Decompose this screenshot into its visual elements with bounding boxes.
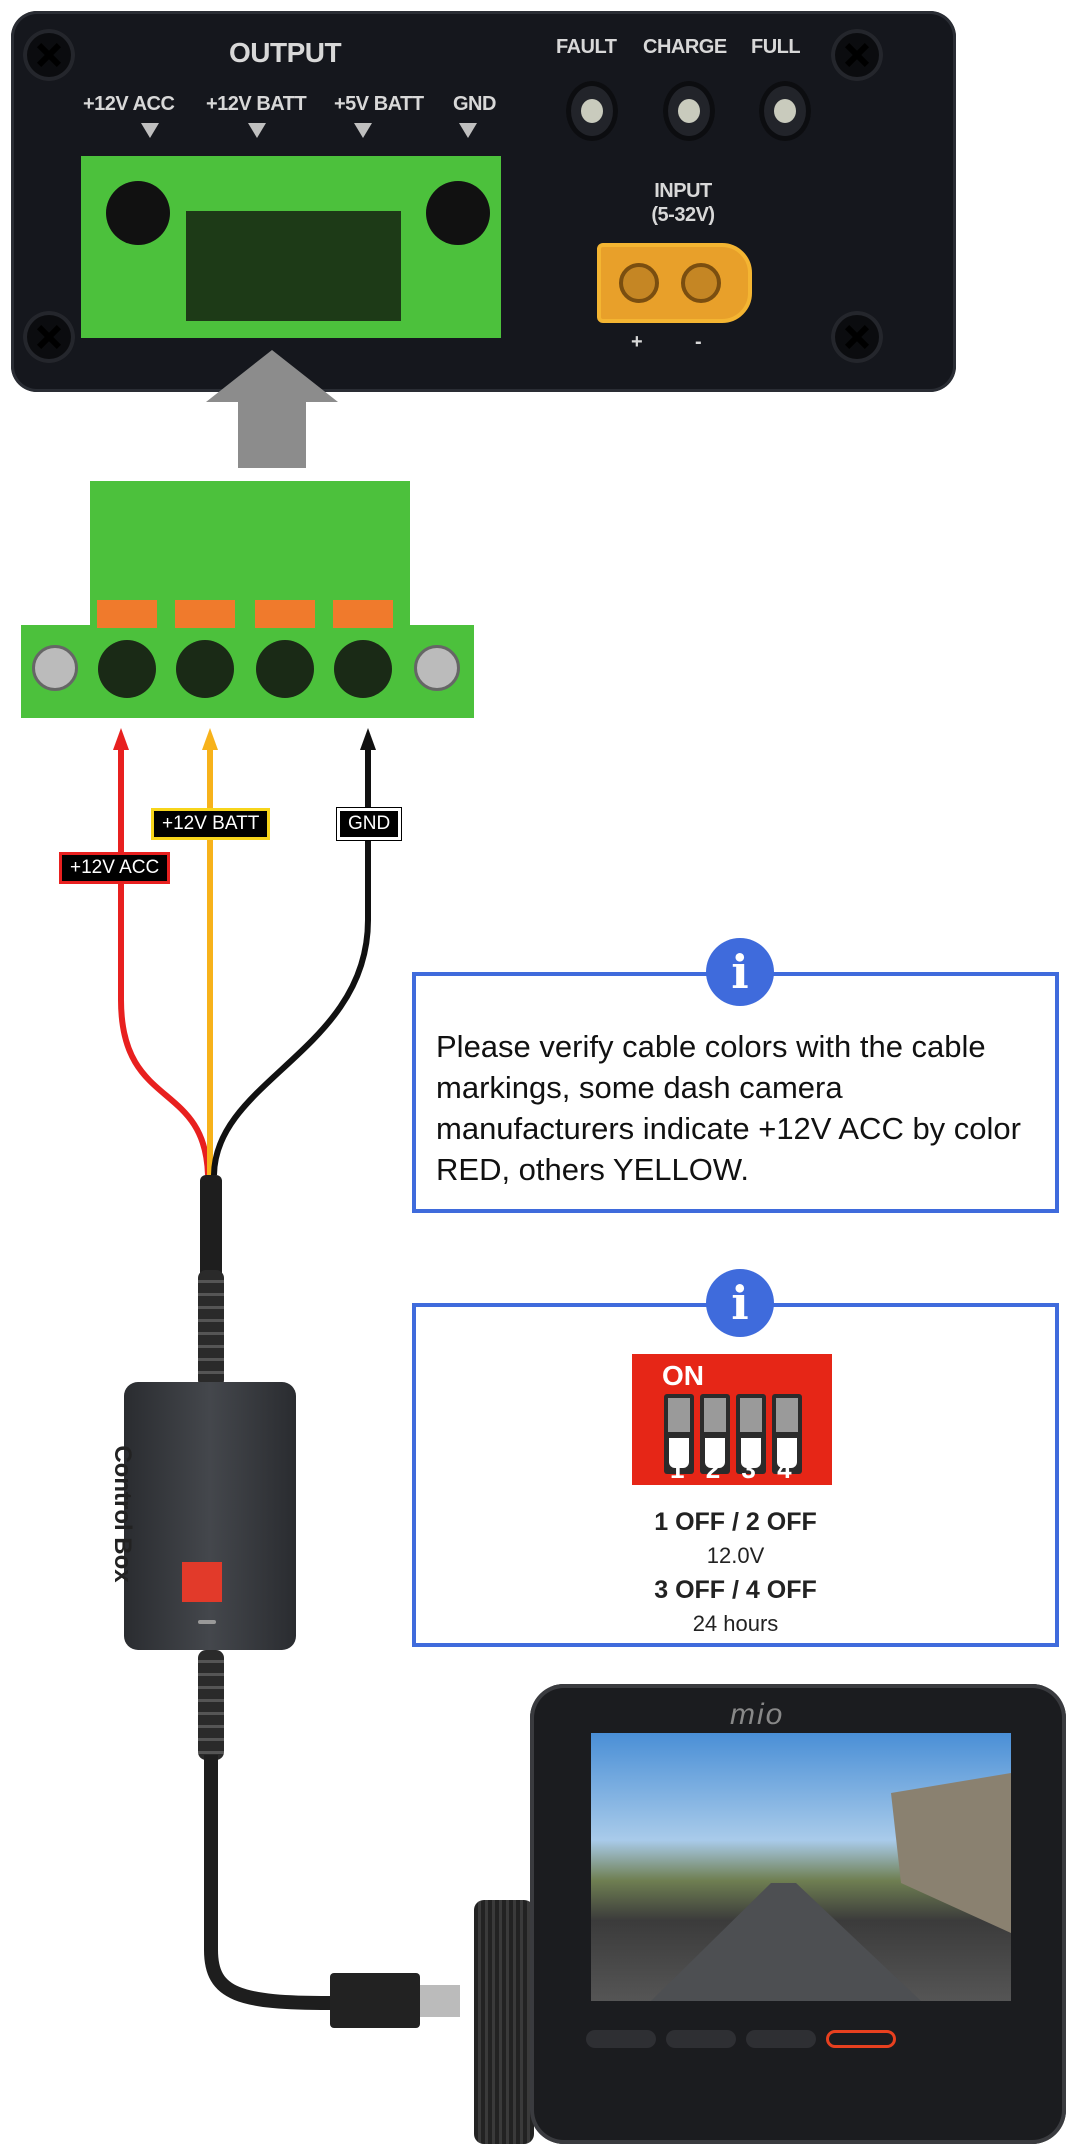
terminal-plug-top [90, 481, 410, 601]
release-lever [333, 600, 393, 628]
wire-hole [98, 640, 156, 698]
road-image [651, 1773, 1011, 2001]
dip-number: 2 [705, 1454, 721, 1484]
dip-switch-1 [664, 1394, 694, 1474]
arrow-down-icon [459, 123, 477, 138]
strain-relief [198, 1270, 224, 1388]
power-bank-device: OUTPUT +12V ACC +12V BATT +5V BATT GND F… [11, 11, 956, 392]
dip-switch-2 [700, 1394, 730, 1474]
release-lever [255, 600, 315, 628]
usb-cable [204, 1755, 331, 2010]
dip-settings: 1 OFF / 2 OFF 12.0V 3 OFF / 4 OFF 24 hou… [416, 1505, 1055, 1641]
dip-on-label: ON [662, 1360, 704, 1391]
release-lever [97, 600, 157, 628]
camera-button[interactable] [666, 2030, 736, 2048]
full-led [759, 81, 811, 141]
status-led [198, 1620, 216, 1624]
output-terminal-socket [81, 156, 501, 338]
dip-number: 3 [741, 1454, 756, 1484]
camera-record-button[interactable] [826, 2030, 896, 2048]
acc-wire-label: +12V ACC [59, 852, 171, 884]
info-icon: i [706, 938, 774, 1006]
gnd-wire-arrow [360, 728, 376, 750]
info-text: Please verify cable colors with the cabl… [436, 1029, 1021, 1187]
input-label-text: INPUT [654, 180, 712, 202]
dip-switch-3 [736, 1394, 766, 1474]
usb-plug [330, 1973, 420, 2028]
plus-label: + [631, 331, 643, 353]
wire-hole [256, 640, 314, 698]
batt-wire-arrow [202, 728, 218, 750]
terminal-label: +12V ACC [83, 93, 175, 115]
dip-number: 1 [670, 1454, 685, 1484]
charge-led [663, 81, 715, 141]
voltage-setting: 1 OFF / 2 OFF [654, 1508, 817, 1536]
strain-relief [198, 1650, 224, 1760]
input-range: (5-32V) [651, 204, 715, 226]
micro-usb-connector [420, 1985, 460, 2017]
terminal-label: +5V BATT [334, 93, 424, 115]
led-label: FULL [751, 36, 801, 58]
terminal-label: +12V BATT [206, 93, 307, 115]
camera-lens-dial [474, 1900, 534, 2144]
camera-button[interactable] [586, 2030, 656, 2048]
terminal-label: GND [453, 93, 496, 115]
dip-switch-info-box: ON 1 2 3 4 1 OFF / 2 OFF 12.0V 3 OFF / 4… [412, 1303, 1059, 1647]
batt-wire-label: +12V BATT [151, 808, 271, 840]
acc-wire-arrow [113, 728, 129, 750]
arrow-down-icon [354, 123, 372, 138]
minus-label: - [695, 331, 702, 353]
camera-button[interactable] [746, 2030, 816, 2048]
fault-led [566, 81, 618, 141]
screw-icon [32, 645, 78, 691]
camera-screen [591, 1733, 1011, 2001]
cable-color-info-box: Please verify cable colors with the cabl… [412, 972, 1059, 1213]
led-label: FAULT [556, 36, 617, 58]
dip-switch-4 [772, 1394, 802, 1474]
acc-wire [118, 748, 211, 1176]
screw-icon [414, 645, 460, 691]
output-label: OUTPUT [229, 37, 342, 68]
screw-icon [831, 311, 883, 363]
dip-number: 4 [777, 1454, 792, 1484]
arrow-down-icon [141, 123, 159, 138]
timer-setting: 3 OFF / 4 OFF [654, 1576, 817, 1604]
screw-icon [23, 311, 75, 363]
led-label: CHARGE [643, 36, 727, 58]
dip-numbers: 1 2 3 4 [670, 1454, 792, 1485]
gnd-wire-label: GND [335, 807, 403, 841]
control-box [124, 1382, 296, 1650]
screw-icon [23, 29, 75, 81]
input-label: INPUT(5-32V) [633, 179, 733, 227]
arrow-down-icon [248, 123, 266, 138]
dip-switch-mini [182, 1562, 222, 1602]
voltage-value: 12.0V [706, 1543, 765, 1568]
dip-switch-image: ON 1 2 3 4 [632, 1354, 832, 1485]
camera-brand-logo: mio [730, 1698, 785, 1731]
control-box-label: Control Box [109, 1445, 136, 1583]
info-icon: i [706, 1269, 774, 1337]
screw-icon [831, 29, 883, 81]
wire-hole [176, 640, 234, 698]
xt60-input-connector [597, 243, 752, 323]
release-lever [175, 600, 235, 628]
gnd-wire [211, 748, 371, 1176]
dash-camera: mio [530, 1684, 1066, 2144]
arrow-up-icon [206, 350, 338, 468]
timer-value: 24 hours [692, 1611, 779, 1636]
wire-hole [334, 640, 392, 698]
